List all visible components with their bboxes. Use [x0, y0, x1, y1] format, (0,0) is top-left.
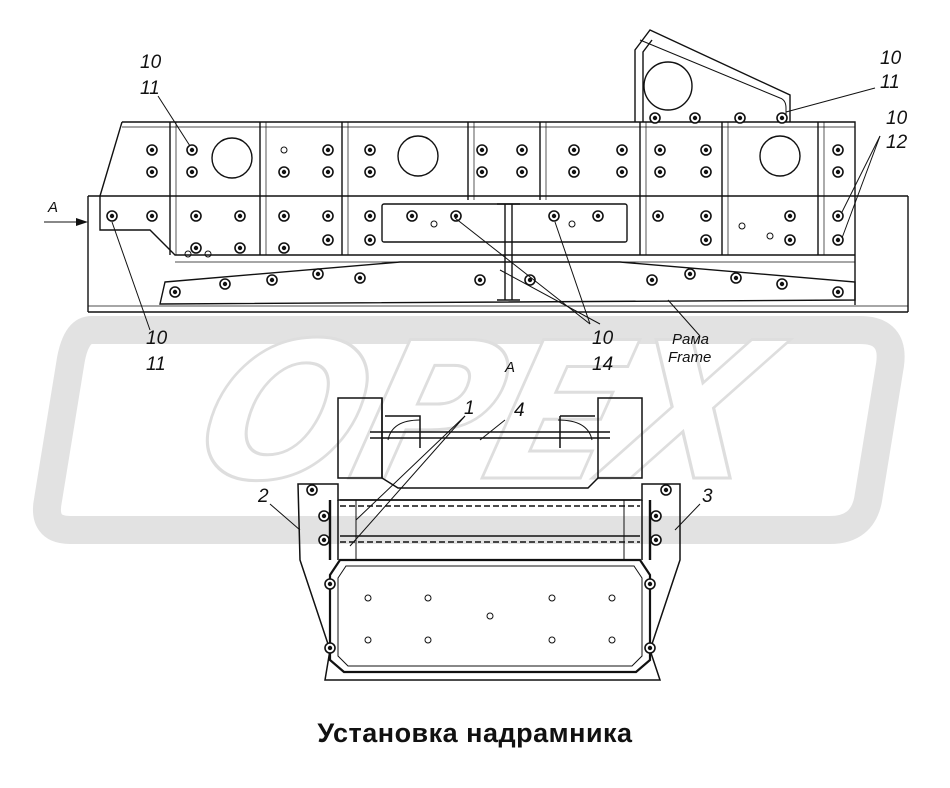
view-arrow-icon: [76, 218, 88, 226]
bracket: [634, 29, 791, 122]
drawing-caption: Установка надрамника: [317, 718, 633, 748]
callout-bottom-middle-10: 10: [592, 328, 614, 349]
view-label-a: A: [47, 199, 58, 216]
watermark: OPEX: [33, 300, 905, 544]
frame-label-en: Frame: [668, 349, 711, 366]
callout-right-10: 10: [886, 108, 908, 129]
callout-bottom-left-11: 11: [146, 354, 166, 375]
callout-item-2: 2: [257, 486, 269, 507]
watermark-text: OPEX: [178, 302, 800, 524]
callout-top-right-11: 11: [880, 72, 900, 93]
callout-right-12: 12: [886, 132, 908, 153]
bolts: [106, 112, 844, 298]
callout-top-right-10: 10: [880, 48, 902, 69]
section-label-a: A: [504, 359, 515, 376]
frame-rail: [87, 195, 909, 313]
callout-bottom-middle-14: 14: [592, 354, 613, 375]
leader-lines: [44, 87, 881, 337]
subframe: [99, 121, 856, 305]
frame-label-ru: Рама: [672, 331, 709, 348]
callout-bottom-left-10: 10: [146, 328, 168, 349]
section-leaders: [269, 415, 701, 547]
callout-item-1: 1: [464, 398, 475, 419]
callout-item-4: 4: [514, 400, 525, 421]
callout-top-left-10: 10: [140, 52, 162, 73]
callout-top-left-11: 11: [140, 78, 160, 99]
callout-item-3: 3: [702, 486, 713, 507]
